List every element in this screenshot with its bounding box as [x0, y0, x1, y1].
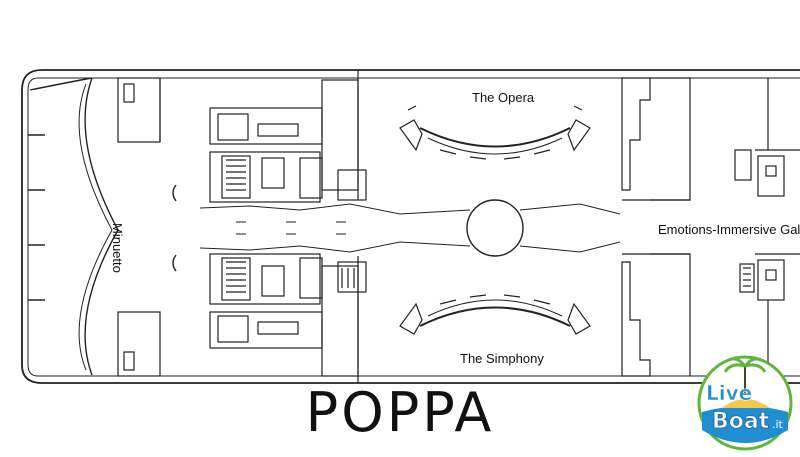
- opera-room: [357, 70, 591, 200]
- hull-outline: [21, 69, 800, 384]
- lower-stair-cluster: [209, 253, 367, 377]
- label-the-simphony: The Simphony: [460, 351, 544, 366]
- liveboat-logo: Live Boat .it: [697, 355, 793, 451]
- label-emotions-immersive-gallery: Emotions-Immersive Gallery: [658, 222, 800, 237]
- label-minuetto: Minuetto: [110, 223, 125, 273]
- svg-text:Live: Live: [706, 381, 752, 405]
- deck-title: POPPA: [305, 381, 495, 444]
- simphony-room: [357, 256, 591, 383]
- upper-stair-cluster: [209, 79, 367, 203]
- central-corridor: [199, 199, 621, 257]
- stern-service-blocks: [117, 77, 161, 377]
- svg-text:Boat: Boat: [712, 409, 770, 434]
- minuetto-room: [28, 77, 177, 376]
- label-the-opera: The Opera: [472, 90, 535, 105]
- svg-text:.it: .it: [772, 418, 784, 431]
